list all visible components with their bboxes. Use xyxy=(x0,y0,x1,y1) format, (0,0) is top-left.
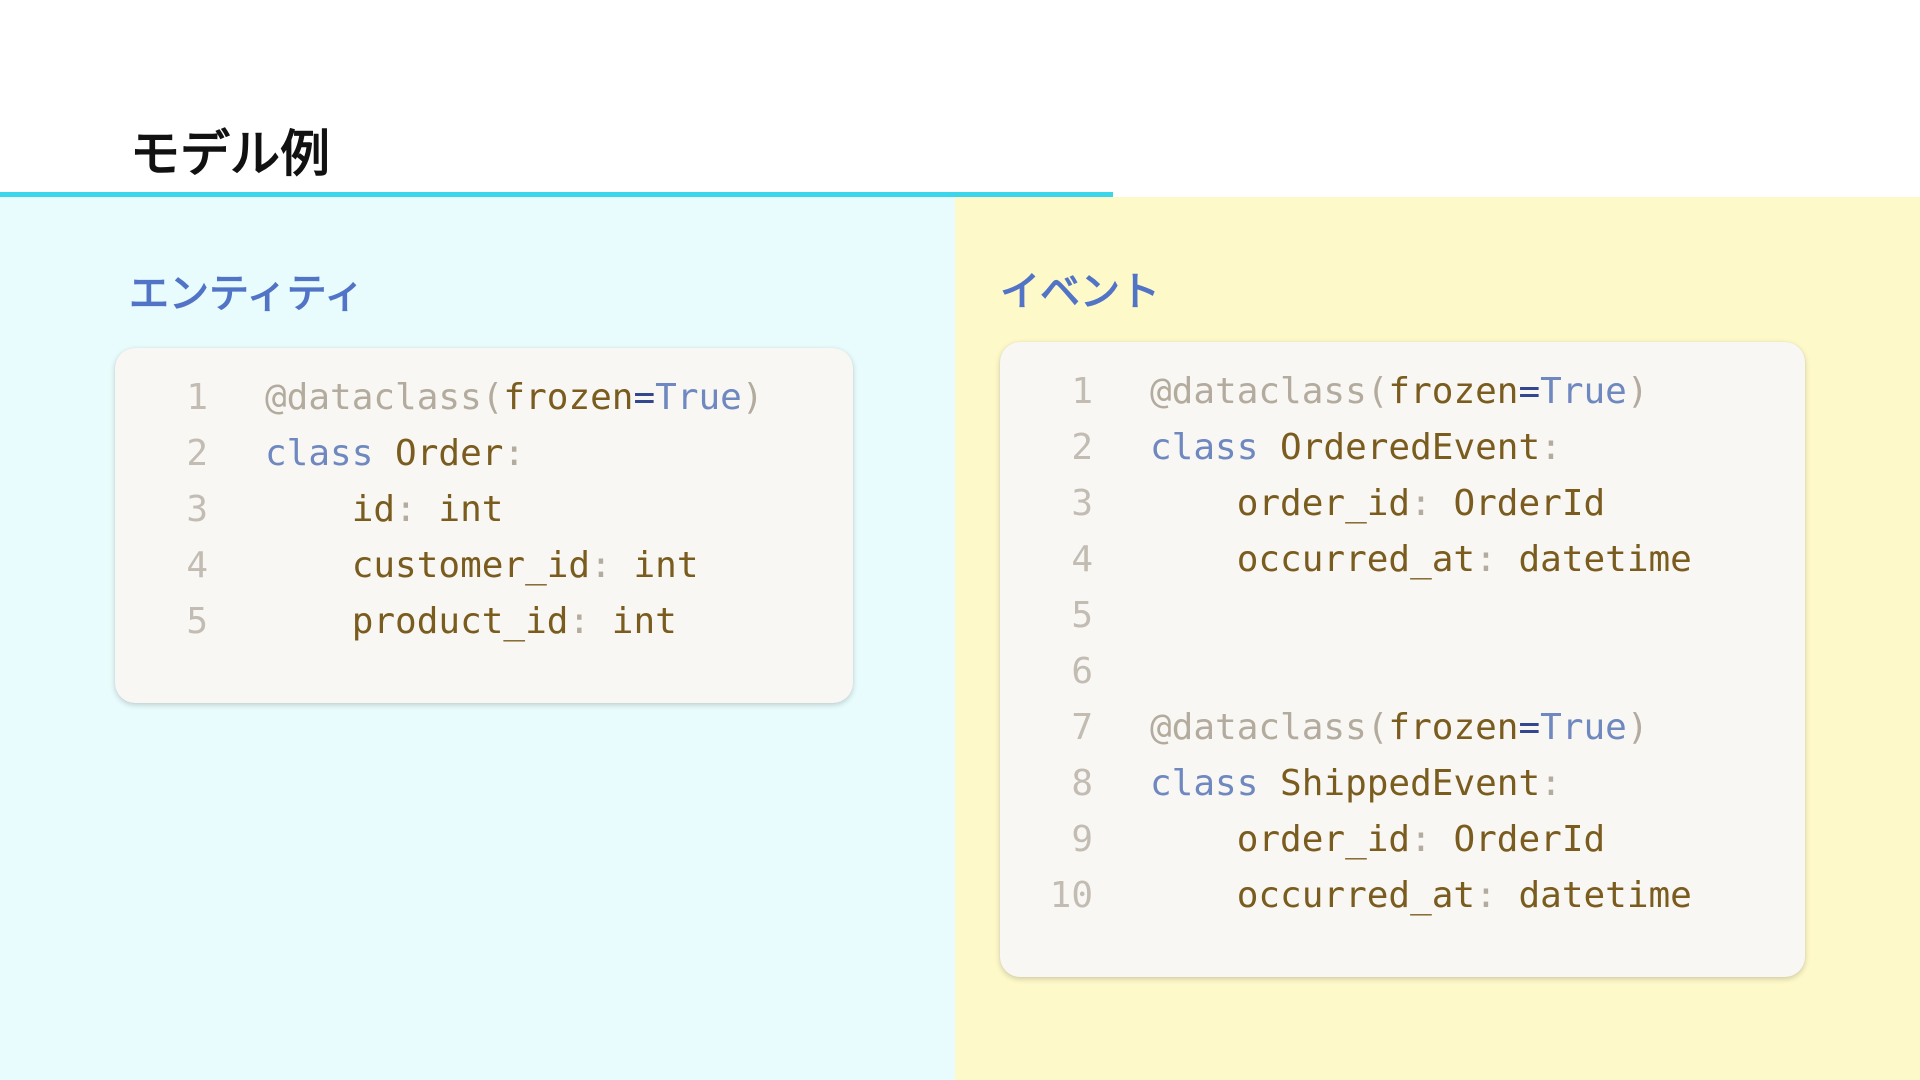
code-text: order_id: OrderId xyxy=(1093,812,1605,868)
code-token: ) xyxy=(741,377,764,418)
code-line: 1@dataclass(frozen=True) xyxy=(1000,364,1805,420)
code-text: customer_id: int xyxy=(208,538,699,594)
code-token: True xyxy=(1540,371,1627,412)
code-text: occurred_at: datetime xyxy=(1093,532,1692,588)
code-token: @dataclass( xyxy=(1150,707,1389,748)
code-token: : xyxy=(1410,819,1454,860)
code-token: frozen xyxy=(1388,371,1519,412)
code-token: @dataclass( xyxy=(265,377,504,418)
line-number: 1 xyxy=(1071,371,1093,412)
line-number: 3 xyxy=(1071,483,1093,524)
code-token: = xyxy=(1518,371,1541,412)
code-line: 3 order_id: OrderId xyxy=(1000,476,1805,532)
code-token: occurred_at xyxy=(1150,539,1476,580)
code-text xyxy=(1093,588,1150,644)
code-text: class OrderedEvent: xyxy=(1093,420,1562,476)
code-text: class Order: xyxy=(208,426,525,482)
code-token: datetime xyxy=(1518,875,1692,916)
line-number: 3 xyxy=(186,489,208,530)
code-token: : xyxy=(503,433,526,474)
code-token: customer_id xyxy=(265,545,591,586)
title-underline xyxy=(0,192,1113,197)
code-text: @dataclass(frozen=True) xyxy=(1093,364,1649,420)
code-line: 9 order_id: OrderId xyxy=(1000,812,1805,868)
code-token: = xyxy=(1518,707,1541,748)
code-token: : xyxy=(1475,539,1519,580)
code-token: : xyxy=(568,601,612,642)
code-line: 5 product_id: int xyxy=(115,594,853,650)
code-token: ShippedEvent xyxy=(1280,763,1541,804)
code-text xyxy=(1093,644,1150,700)
code-text: occurred_at: datetime xyxy=(1093,868,1692,924)
code-token: product_id xyxy=(265,601,569,642)
code-text: product_id: int xyxy=(208,594,677,650)
line-number: 10 xyxy=(1049,875,1093,916)
code-line: 6 xyxy=(1000,644,1805,700)
code-token: datetime xyxy=(1518,539,1692,580)
code-line: 4 customer_id: int xyxy=(115,538,853,594)
code-token: OrderId xyxy=(1453,483,1606,524)
code-token: : xyxy=(1540,427,1562,468)
code-token: int xyxy=(633,545,699,586)
line-number: 9 xyxy=(1071,819,1093,860)
code-token: : xyxy=(395,489,439,530)
code-token: frozen xyxy=(1388,707,1519,748)
code-token: Order xyxy=(395,433,504,474)
entity-heading: エンティティ xyxy=(129,271,365,317)
code-text: order_id: OrderId xyxy=(1093,476,1605,532)
code-text: @dataclass(frozen=True) xyxy=(1093,700,1649,756)
code-line: 1@dataclass(frozen=True) xyxy=(115,370,853,426)
code-token: order_id xyxy=(1150,483,1411,524)
event-heading: イベント xyxy=(1000,269,1160,315)
code-token: class xyxy=(1150,427,1281,468)
code-line: 5 xyxy=(1000,588,1805,644)
line-number: 5 xyxy=(1071,595,1093,636)
line-number: 4 xyxy=(186,545,208,586)
code-text: class ShippedEvent: xyxy=(1093,756,1562,812)
line-number: 2 xyxy=(1071,427,1093,468)
code-line: 10 occurred_at: datetime xyxy=(1000,868,1805,924)
line-number: 5 xyxy=(186,601,208,642)
code-token: : xyxy=(1410,483,1454,524)
code-text: id: int xyxy=(208,482,504,538)
code-token: frozen xyxy=(503,377,634,418)
code-token: int xyxy=(611,601,677,642)
code-line: 7@dataclass(frozen=True) xyxy=(1000,700,1805,756)
line-number: 4 xyxy=(1071,539,1093,580)
code-token: int xyxy=(438,489,504,530)
code-token: @dataclass( xyxy=(1150,371,1389,412)
code-token: True xyxy=(1540,707,1627,748)
code-token: id xyxy=(265,489,396,530)
code-token: : xyxy=(1475,875,1519,916)
code-token: order_id xyxy=(1150,819,1411,860)
line-number: 8 xyxy=(1071,763,1093,804)
code-line: 4 occurred_at: datetime xyxy=(1000,532,1805,588)
line-number: 6 xyxy=(1071,651,1093,692)
code-token: : xyxy=(1540,763,1562,804)
line-number: 7 xyxy=(1071,707,1093,748)
code-token: ) xyxy=(1626,371,1649,412)
code-token: = xyxy=(633,377,656,418)
code-token: ) xyxy=(1626,707,1649,748)
code-line: 3 id: int xyxy=(115,482,853,538)
slide-title: モデル例 xyxy=(130,125,330,183)
code-token: True xyxy=(655,377,742,418)
line-number: 1 xyxy=(186,377,208,418)
code-token: occurred_at xyxy=(1150,875,1476,916)
code-token: class xyxy=(265,433,396,474)
code-text: @dataclass(frozen=True) xyxy=(208,370,764,426)
code-token: class xyxy=(1150,763,1281,804)
code-token: OrderedEvent xyxy=(1280,427,1541,468)
code-token: OrderId xyxy=(1453,819,1606,860)
code-token: : xyxy=(590,545,634,586)
line-number: 2 xyxy=(186,433,208,474)
